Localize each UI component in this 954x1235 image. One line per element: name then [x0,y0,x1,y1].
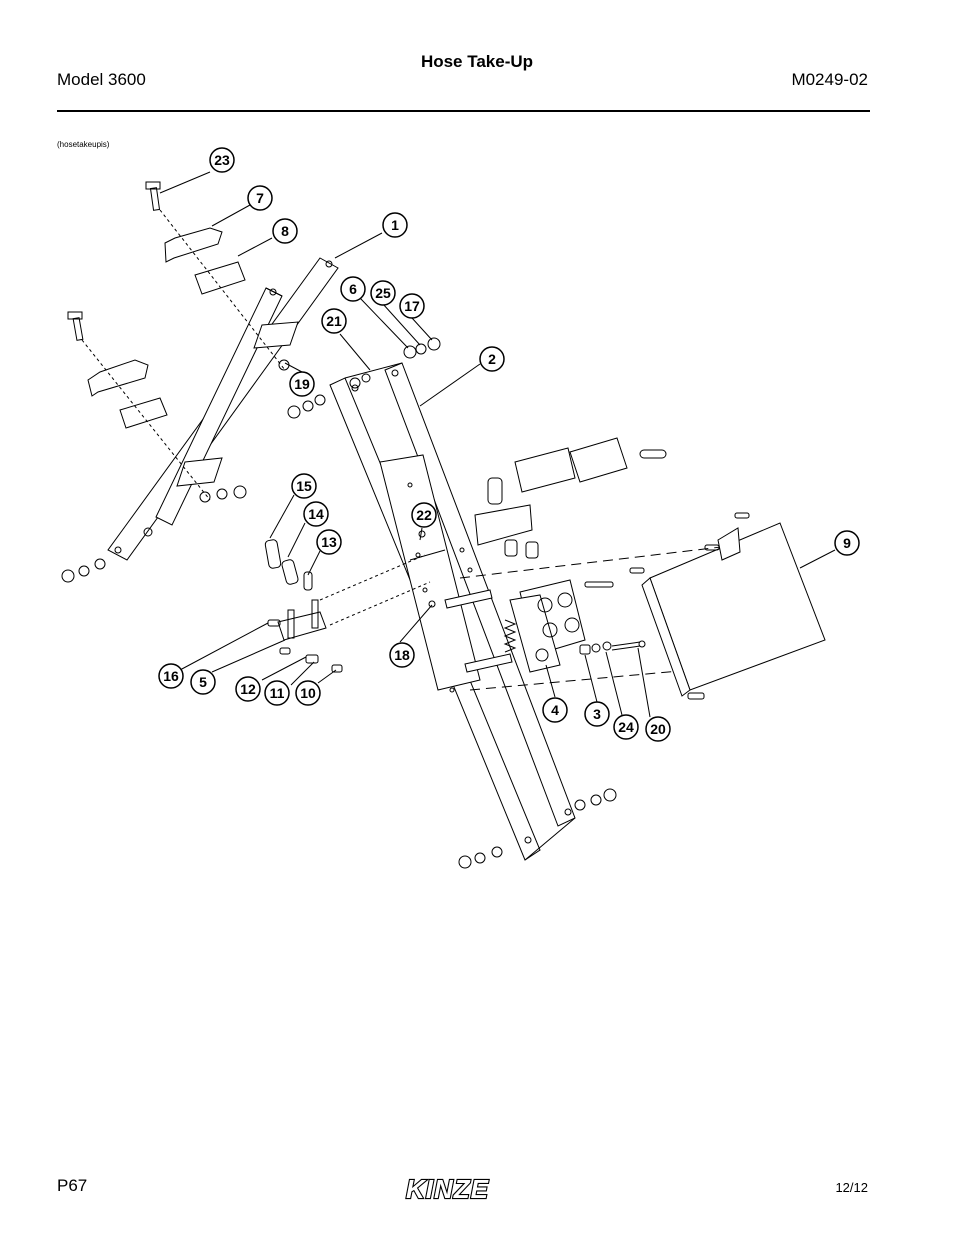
svg-text:13: 13 [321,534,337,550]
revision-date: 12/12 [835,1180,868,1195]
callout-16: 16 [158,663,184,689]
callout-3: 3 [584,701,610,727]
valve-assembly-part-4 [444,539,781,691]
callout-14: 14 [303,501,329,527]
callout-23: 23 [209,147,235,173]
leader-lines [159,171,836,718]
svg-text:15: 15 [296,478,312,494]
doc-number: M0249-02 [791,70,868,89]
callout-1: 1 [382,212,408,238]
callout-24: 24 [613,714,639,740]
callout-22: 22 [411,502,437,528]
svg-text:16: 16 [163,668,179,684]
svg-text:8: 8 [281,223,289,239]
callout-15: 15 [291,473,317,499]
callout-12: 12 [235,676,261,702]
callout-11: 11 [264,680,290,706]
svg-text:22: 22 [416,507,432,523]
callout-7: 7 [247,185,273,211]
callout-9: 9 [834,530,860,556]
svg-text:6: 6 [349,281,357,297]
callout-5: 5 [190,669,216,695]
svg-text:12: 12 [240,681,256,697]
callout-6: 6 [340,276,366,302]
figure-id: (hosetakeupis) [57,140,110,149]
svg-text:11: 11 [270,685,285,701]
upper-clamp-assembly [145,181,286,371]
callout-25: 25 [370,280,396,306]
callout-18: 18 [389,642,415,668]
shield-part-9 [629,512,826,700]
fitting-assembly-left [264,539,431,673]
hardware-stacks [61,337,617,869]
left-clamp-assembly [67,311,211,501]
callout-19: 19 [289,371,315,397]
svg-text:23: 23 [214,152,230,168]
svg-text:24: 24 [618,719,634,735]
svg-text:7: 7 [256,190,264,206]
svg-text:4: 4 [551,702,559,718]
svg-text:1: 1 [391,217,399,233]
callout-20: 20 [645,716,671,742]
svg-text:2: 2 [488,351,496,367]
svg-text:5: 5 [199,674,207,690]
kinze-logo: KINZE [405,1174,489,1204]
svg-text:10: 10 [300,685,316,701]
header-rule [57,110,870,112]
callout-21: 21 [321,308,347,334]
callout-13: 13 [316,529,342,555]
page-number: P67 [57,1176,88,1195]
svg-text:14: 14 [308,506,324,522]
callout-4: 4 [542,697,568,723]
model-label: Model 3600 [57,70,146,89]
svg-text:25: 25 [375,285,391,301]
svg-text:3: 3 [593,706,601,722]
callout-10: 10 [295,680,321,706]
svg-text:18: 18 [394,647,410,663]
kinze-logo-text: KINZE [406,1174,489,1204]
page-title: Hose Take-Up [420,52,534,71]
callout-bubbles: 23 7 8 1 6 25 17 21 [158,147,860,742]
svg-text:21: 21 [326,313,342,329]
svg-text:9: 9 [843,535,851,551]
svg-text:17: 17 [404,298,420,314]
callout-2: 2 [479,346,505,372]
svg-text:20: 20 [650,721,666,737]
svg-text:19: 19 [294,376,310,392]
hose-guide-plates [474,437,667,559]
callout-8: 8 [272,218,298,244]
arm-part-1 [107,257,339,561]
callout-17: 17 [399,293,425,319]
